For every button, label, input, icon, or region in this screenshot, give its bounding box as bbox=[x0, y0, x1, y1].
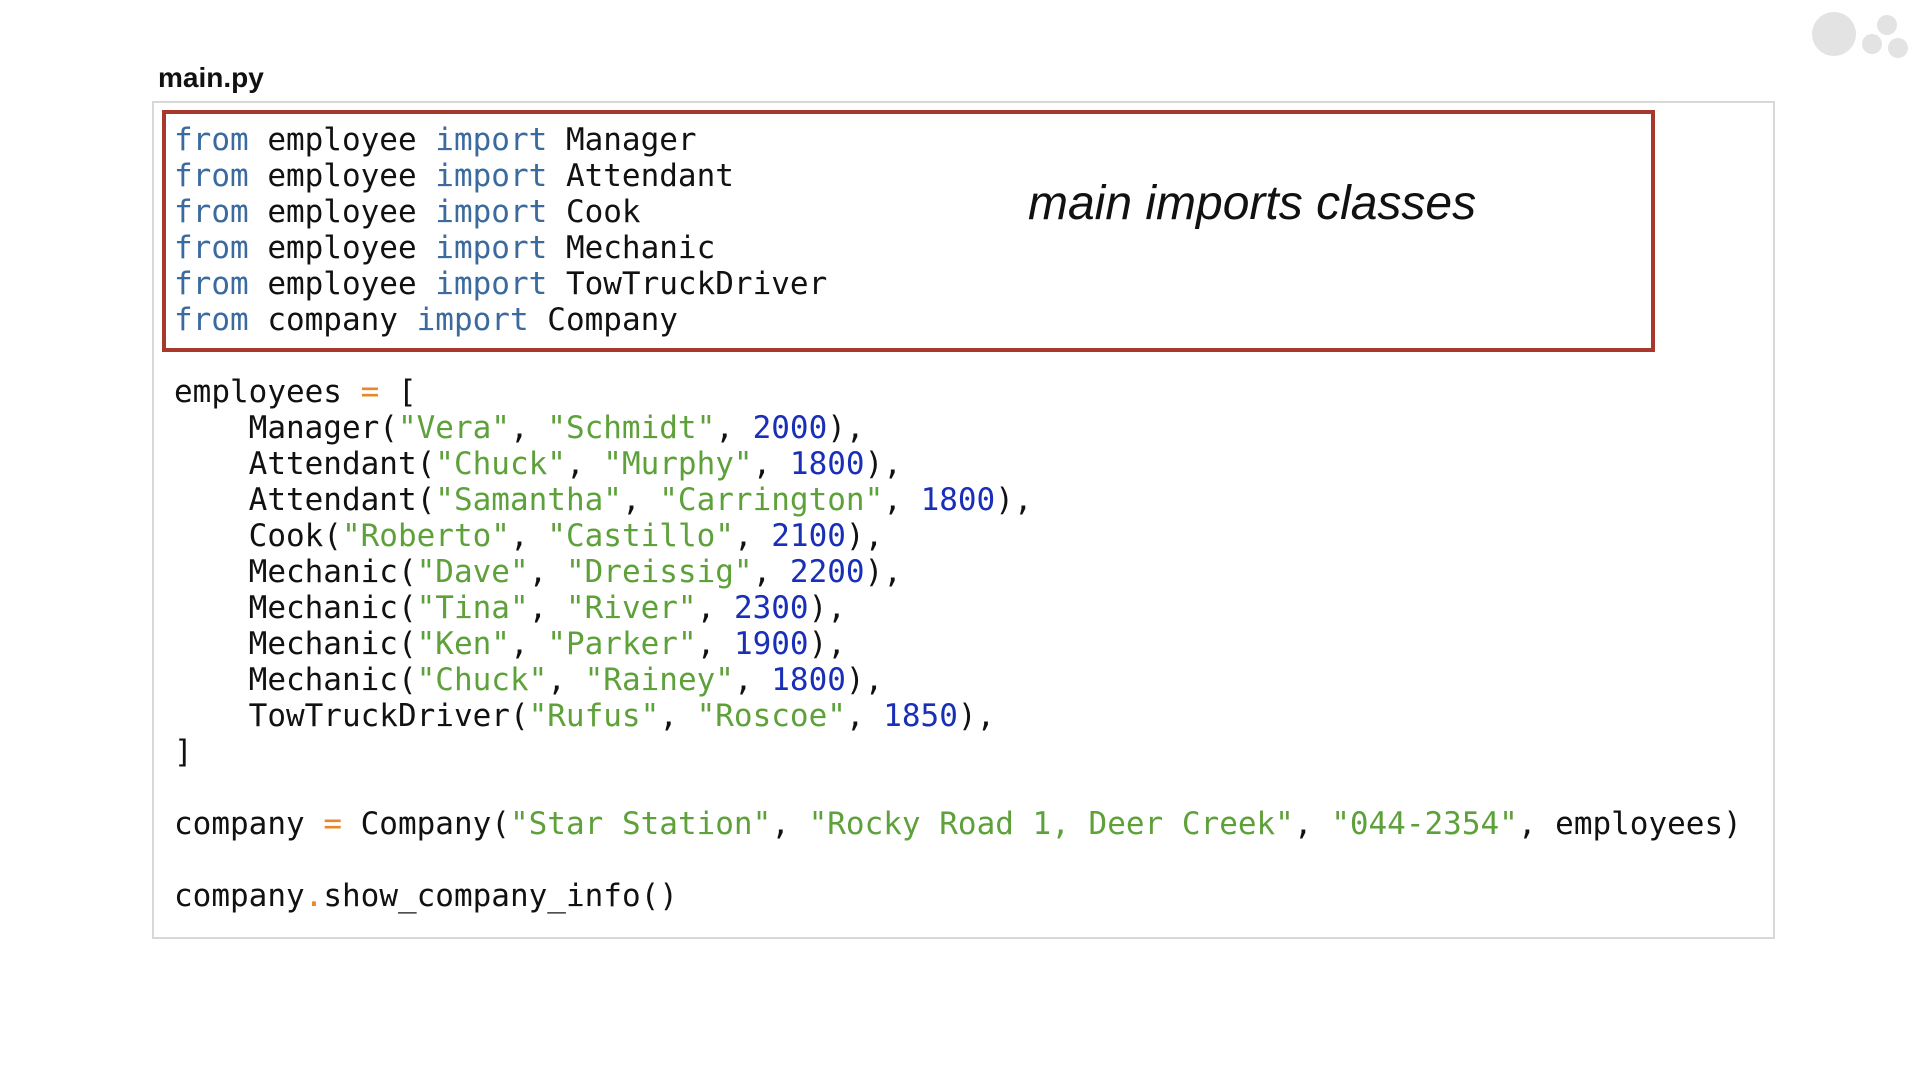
code-line-employee: Mechanic("Dave", "Dreissig", 2200), bbox=[174, 554, 902, 590]
code-line-employee: Mechanic("Tina", "River", 2300), bbox=[174, 590, 846, 626]
code-line-employee: Mechanic("Chuck", "Rainey", 1800), bbox=[174, 662, 884, 698]
code-line-employee: Manager("Vera", "Schmidt", 2000), bbox=[174, 410, 865, 446]
code-line-company: company = Company("Star Station", "Rocky… bbox=[174, 806, 1742, 842]
code-line-show-info: company.show_company_info() bbox=[174, 878, 678, 914]
code-line-import-mechanic: from employee import Mechanic bbox=[174, 230, 716, 266]
logo-icon bbox=[1812, 12, 1908, 58]
code-line-employee: TowTruckDriver("Rufus", "Roscoe", 1850), bbox=[174, 698, 996, 734]
code-line-employee: Attendant("Samantha", "Carrington", 1800… bbox=[174, 482, 1033, 518]
code-line-employee: Attendant("Chuck", "Murphy", 1800), bbox=[174, 446, 902, 482]
code-line-employee: Mechanic("Ken", "Parker", 1900), bbox=[174, 626, 846, 662]
code-line-employee: Cook("Roberto", "Castillo", 2100), bbox=[174, 518, 884, 554]
annotation-label: main imports classes bbox=[1028, 177, 1477, 230]
code-line-employees-open: employees = [ bbox=[174, 374, 417, 410]
code-line-import-cook: from employee import Cook bbox=[174, 194, 641, 230]
code-line-import-attendant: from employee import Attendant bbox=[174, 158, 734, 194]
code-line-import-manager: from employee import Manager bbox=[174, 122, 697, 158]
code-line-import-towtruckdriver: from employee import TowTruckDriver bbox=[174, 266, 828, 302]
code-panel bbox=[152, 101, 1775, 939]
imports-highlight-box bbox=[162, 110, 1655, 352]
code-line-employees-close: ] bbox=[174, 734, 193, 770]
code-line-import-company: from company import Company bbox=[174, 302, 678, 338]
file-title: main.py bbox=[158, 62, 264, 93]
